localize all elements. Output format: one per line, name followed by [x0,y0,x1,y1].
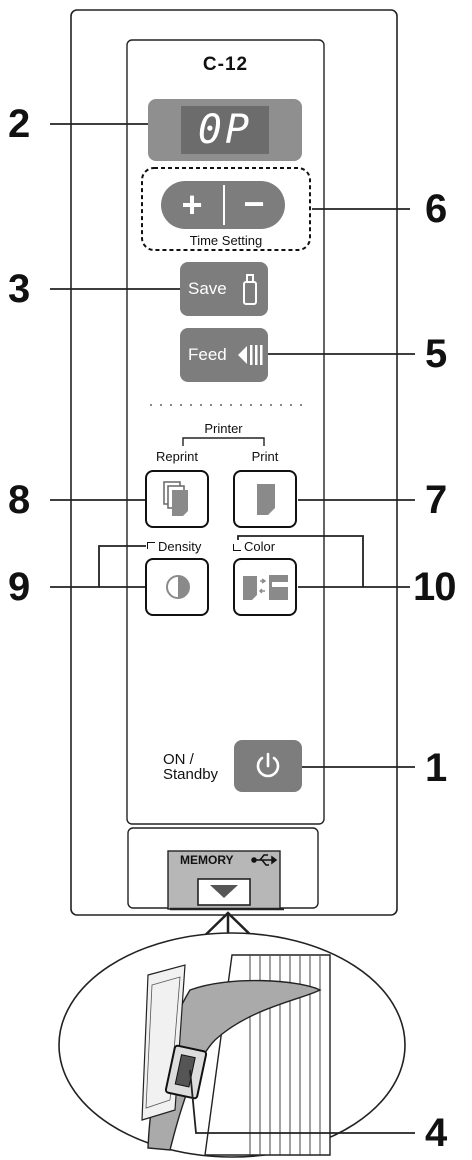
feed-icon [238,345,263,365]
display-panel: 0P [148,99,302,161]
callout-7: 7 [425,478,448,522]
save-button[interactable]: Save [180,262,268,316]
callout-3: 3 [8,267,31,311]
callout-5: 5 [425,332,448,376]
printer-group-label: Printer [204,421,243,436]
page-icon [257,484,275,515]
callout-8: 8 [8,478,31,522]
control-panel [126,39,325,825]
power-label-line2: Standby [163,766,219,783]
callout-1: 1 [425,746,448,790]
power-label-line1: ON / [163,751,194,768]
save-label: Save [188,279,227,298]
feed-button[interactable]: Feed [180,328,268,382]
callout-4: 4 [425,1111,448,1155]
print-label: Print [251,449,279,464]
time-setting-rocker [161,181,285,229]
color-mode-icon [243,575,288,600]
model-name: C-12 [202,54,249,75]
time-setting-group [141,167,311,251]
callout-9: 9 [8,565,31,609]
reprint-label: Reprint [156,449,198,464]
callout-10: 10 [413,565,456,609]
contrast-icon [166,575,190,599]
copies-icon [163,481,188,516]
power-icon [256,752,280,778]
device-side-detail [141,954,331,1156]
feed-label: Feed [188,345,227,364]
callout-6: 6 [425,187,448,231]
color-label: Color [233,540,279,554]
plus-button[interactable]: + [181,184,203,225]
usb-drive-icon [243,274,257,305]
callout-2: 2 [8,102,31,146]
printer-bracket [182,437,265,446]
memory-label: MEMORY [180,853,234,867]
print-button[interactable] [233,470,297,528]
usb-icon [251,854,278,866]
density-label: Density [147,540,201,554]
power-button[interactable] [234,740,302,792]
color-button[interactable] [233,558,297,616]
reprint-button[interactable] [145,470,209,528]
time-setting-label: Time Setting [189,233,263,248]
density-button[interactable] [145,558,209,616]
triangle-down-icon [210,885,238,898]
minus-button[interactable]: − [243,183,265,224]
display-readout: 0P [197,107,253,153]
